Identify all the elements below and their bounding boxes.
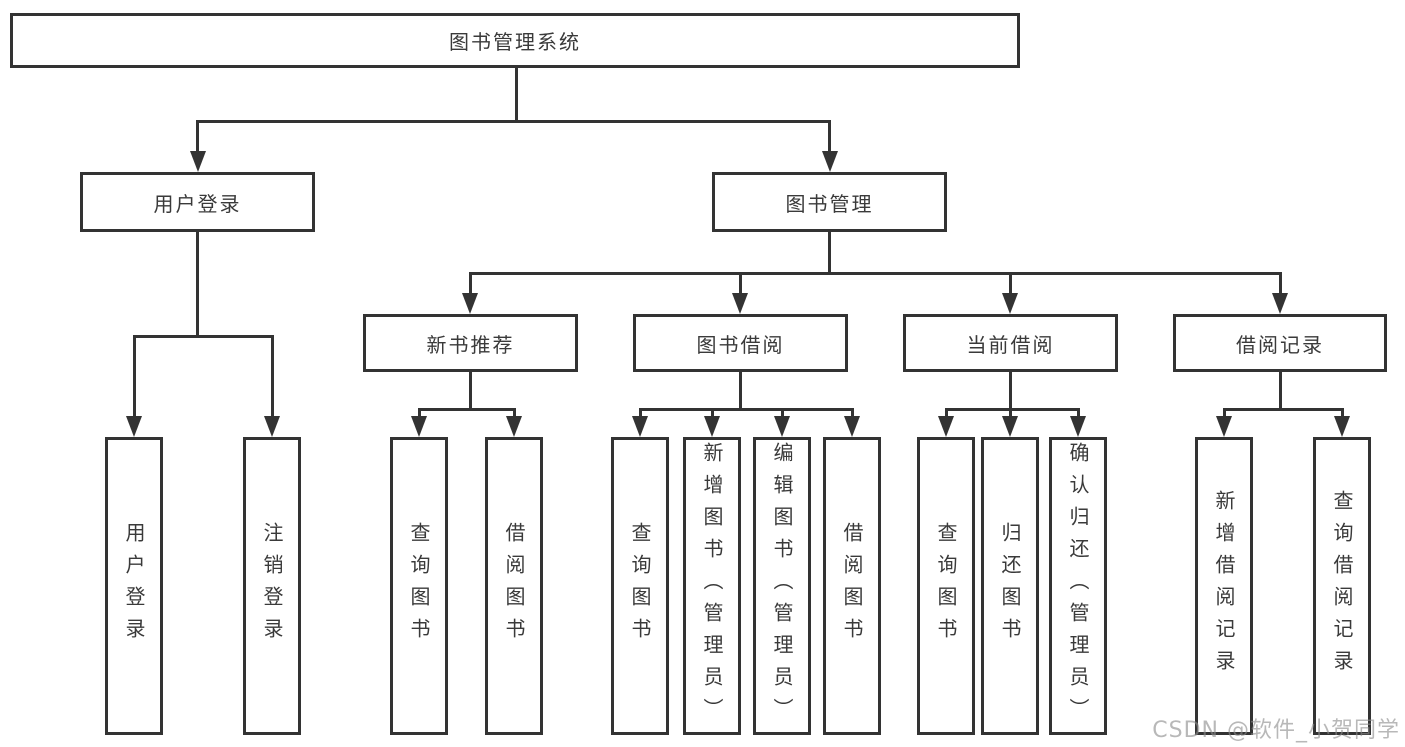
connector-line: [1223, 408, 1226, 418]
connector-line: [945, 408, 948, 418]
connector-line: [828, 232, 831, 275]
arrowhead-icon: [1334, 416, 1350, 437]
node-new-book-recommend: 新书推荐: [363, 314, 578, 372]
arrowhead-icon: [1216, 416, 1232, 437]
connector-line: [196, 120, 830, 123]
arrowhead-icon: [462, 293, 478, 314]
node-current-borrow-label: 当前借阅: [966, 332, 1055, 357]
connector-line: [196, 120, 199, 154]
leaf-confirm-return-admin-label: 确认归还（管理员）: [1066, 442, 1090, 730]
connector-line: [739, 372, 742, 411]
leaf-user-login: 用户登录: [105, 437, 163, 735]
node-user-login: 用户登录: [80, 172, 315, 232]
connector-line: [1009, 372, 1012, 411]
connector-line: [781, 408, 784, 418]
leaf-edit-book-admin: 编辑图书（管理员）: [753, 437, 811, 735]
connector-line: [639, 408, 642, 418]
leaf-logout: 注销登录: [243, 437, 301, 735]
connector-line: [271, 335, 274, 417]
connector-line: [739, 272, 742, 294]
connector-line: [1009, 408, 1012, 418]
arrowhead-icon: [1070, 416, 1086, 437]
leaf-add-borrow-record: 新增借阅记录: [1195, 437, 1253, 735]
arrowhead-icon: [938, 416, 954, 437]
leaf-logout-label: 注销登录: [260, 522, 284, 650]
connector-line: [133, 335, 136, 417]
connector-line: [945, 408, 1080, 411]
connector-line: [418, 408, 516, 411]
arrowhead-icon: [1002, 416, 1018, 437]
node-borrow-records-label: 借阅记录: [1236, 332, 1324, 357]
leaf-add-book-admin-label: 新增图书（管理员）: [700, 442, 724, 730]
leaf-edit-book-admin-label: 编辑图书（管理员）: [770, 442, 794, 730]
connector-line: [418, 408, 421, 418]
connector-line: [515, 68, 518, 123]
leaf-borrow-book-1-label: 借阅图书: [502, 522, 526, 650]
node-root-label: 图书管理系统: [449, 30, 581, 54]
arrowhead-icon: [844, 416, 860, 437]
connector-line: [469, 272, 472, 294]
arrowhead-icon: [411, 416, 427, 437]
node-book-management: 图书管理: [712, 172, 947, 232]
arrowhead-icon: [1272, 293, 1288, 314]
leaf-confirm-return-admin: 确认归还（管理员）: [1049, 437, 1107, 735]
leaf-add-book-admin: 新增图书（管理员）: [683, 437, 741, 735]
connector-line: [639, 408, 854, 411]
leaf-return-book-label: 归还图书: [998, 522, 1022, 650]
leaf-query-book-2-label: 查询图书: [628, 522, 652, 650]
leaf-query-book-3: 查询图书: [917, 437, 975, 735]
leaf-borrow-book-1: 借阅图书: [485, 437, 543, 735]
arrowhead-icon: [1002, 293, 1018, 314]
connector-line: [133, 335, 274, 338]
node-new-book-recommend-label: 新书推荐: [426, 332, 515, 357]
node-root: 图书管理系统: [10, 13, 1020, 68]
arrowhead-icon: [632, 416, 648, 437]
arrowhead-icon: [264, 416, 280, 437]
connector-line: [469, 372, 472, 411]
connector-line: [1279, 272, 1282, 294]
node-user-login-label: 用户登录: [153, 191, 242, 216]
arrowhead-icon: [822, 151, 838, 172]
leaf-query-borrow-record-label: 查询借阅记录: [1330, 490, 1354, 682]
connector-line: [828, 120, 831, 154]
leaf-query-book-2: 查询图书: [611, 437, 669, 735]
arrowhead-icon: [774, 416, 790, 437]
connector-line: [851, 408, 854, 418]
node-book-management-label: 图书管理: [785, 191, 874, 216]
leaf-query-book-3-label: 查询图书: [934, 522, 958, 650]
csdn-watermark: CSDN @软件_小贺同学: [1152, 718, 1400, 743]
node-book-borrow-label: 图书借阅: [696, 332, 785, 357]
arrowhead-icon: [506, 416, 522, 437]
connector-line: [1279, 372, 1282, 411]
connector-line: [1009, 272, 1012, 294]
arrowhead-icon: [190, 151, 206, 172]
leaf-borrow-book-2-label: 借阅图书: [840, 522, 864, 650]
arrowhead-icon: [732, 293, 748, 314]
node-current-borrow: 当前借阅: [903, 314, 1118, 372]
connector-line: [1223, 408, 1344, 411]
leaf-query-borrow-record: 查询借阅记录: [1313, 437, 1371, 735]
connector-line: [513, 408, 516, 418]
arrowhead-icon: [704, 416, 720, 437]
leaf-query-book-1-label: 查询图书: [407, 522, 431, 650]
leaf-user-login-label: 用户登录: [122, 522, 146, 650]
connector-line: [469, 272, 1282, 275]
leaf-borrow-book-2: 借阅图书: [823, 437, 881, 735]
leaf-query-book-1: 查询图书: [390, 437, 448, 735]
connector-line: [1341, 408, 1344, 418]
arrowhead-icon: [126, 416, 142, 437]
connector-line: [196, 232, 199, 338]
node-borrow-records: 借阅记录: [1173, 314, 1387, 372]
node-book-borrow: 图书借阅: [633, 314, 848, 372]
leaf-add-borrow-record-label: 新增借阅记录: [1212, 490, 1236, 682]
connector-line: [711, 408, 714, 418]
leaf-return-book: 归还图书: [981, 437, 1039, 735]
connector-line: [1077, 408, 1080, 418]
